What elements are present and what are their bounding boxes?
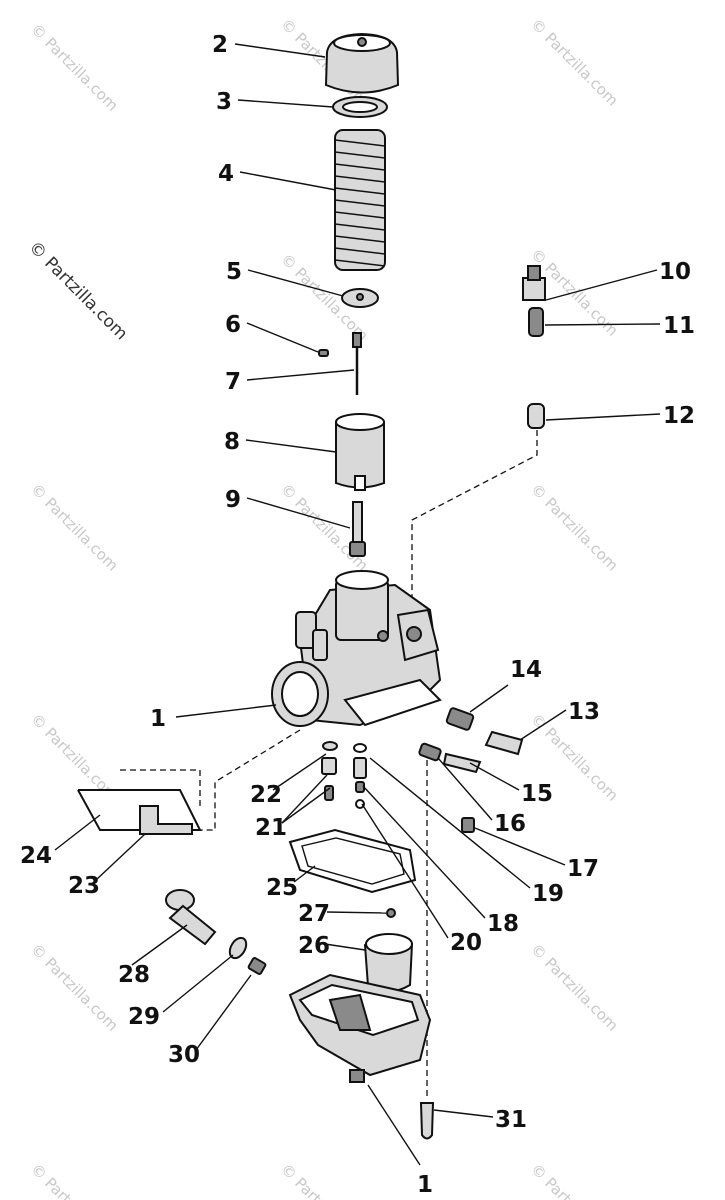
part-float-bowl-gasket [288,828,417,894]
part-throttle-slide [335,413,385,491]
part-small-spring [528,307,544,337]
callout-30: 30 [168,1042,200,1068]
part-plug [461,817,475,833]
watermark: © Partzilla.com [527,480,622,575]
part-needle [352,332,362,395]
part-cap [324,32,400,94]
part-pilot-spring [418,742,442,762]
callout-12: 12 [663,403,695,429]
callout-5: 5 [226,259,242,285]
part-cable-end [527,403,545,429]
part-starter-jet [247,957,267,975]
part-washer [332,96,388,118]
callout-1-upper: 1 [150,706,166,732]
callout-25: 25 [266,875,298,901]
callout-28: 28 [118,962,150,988]
callout-4: 4 [218,161,234,187]
part-float [363,933,414,993]
callout-21: 21 [255,815,287,841]
part-float-bowl-gasket-inner [301,837,405,885]
callout-7: 7 [225,369,241,395]
callout-3: 3 [216,89,232,115]
callout-29: 29 [128,1004,160,1030]
assembly-lines [120,420,538,1100]
part-adjust-spring [445,707,475,731]
part-bowl-screw [419,1102,435,1140]
callout-14: 14 [510,657,542,683]
callout-17: 17 [567,856,599,882]
callout-22: 22 [250,782,282,808]
watermark: © Partzilla.com [27,20,122,115]
part-drain-bolt [165,889,217,946]
part-needle-jet [349,501,366,557]
callout-8: 8 [224,429,240,455]
callout-23: 23 [68,873,100,899]
watermark: © Partzilla.com [527,940,622,1035]
watermark: © Partzilla.com [27,480,122,575]
part-pilot-screw [442,752,482,774]
callout-2: 2 [212,32,228,58]
callout-labels: 2 3 4 5 6 7 8 9 10 11 12 1 14 13 15 16 1… [20,32,695,1198]
callout-10: 10 [659,259,691,285]
part-float-pin-plate [77,789,202,835]
part-spring [334,129,386,271]
callout-27: 27 [298,901,330,927]
watermark: © Partzilla.com [27,1160,122,1200]
callout-20: 20 [450,930,482,956]
part-adjust-screw [484,730,524,756]
callout-1-lower: 1 [417,1172,433,1198]
callout-19: 19 [532,881,564,907]
callout-6: 6 [225,312,241,338]
part-plate [341,288,379,308]
part-adjuster [522,265,546,301]
leader-lines [54,43,661,1166]
part-jet-stack [321,741,367,809]
watermark: © Partzilla.com [277,1160,372,1200]
callout-15: 15 [521,781,553,807]
part-float-bowl [288,973,432,1083]
watermark: © Partzilla.com [527,1160,622,1200]
part-carburetor-body [271,570,442,727]
watermark-main: © Partzilla.com [24,237,131,344]
watermark: © Partzilla.com [527,15,622,110]
callout-11: 11 [663,313,695,339]
part-clip [318,349,329,357]
callout-13: 13 [568,699,600,725]
part-pin [386,908,396,918]
callout-9: 9 [225,487,241,513]
callout-31: 31 [495,1107,527,1133]
callout-26: 26 [298,933,330,959]
watermark: © Partzilla.com [27,940,122,1035]
callout-16: 16 [494,811,526,837]
callout-18: 18 [487,911,519,937]
callout-24: 24 [20,843,52,869]
part-drain-washer [228,936,248,960]
